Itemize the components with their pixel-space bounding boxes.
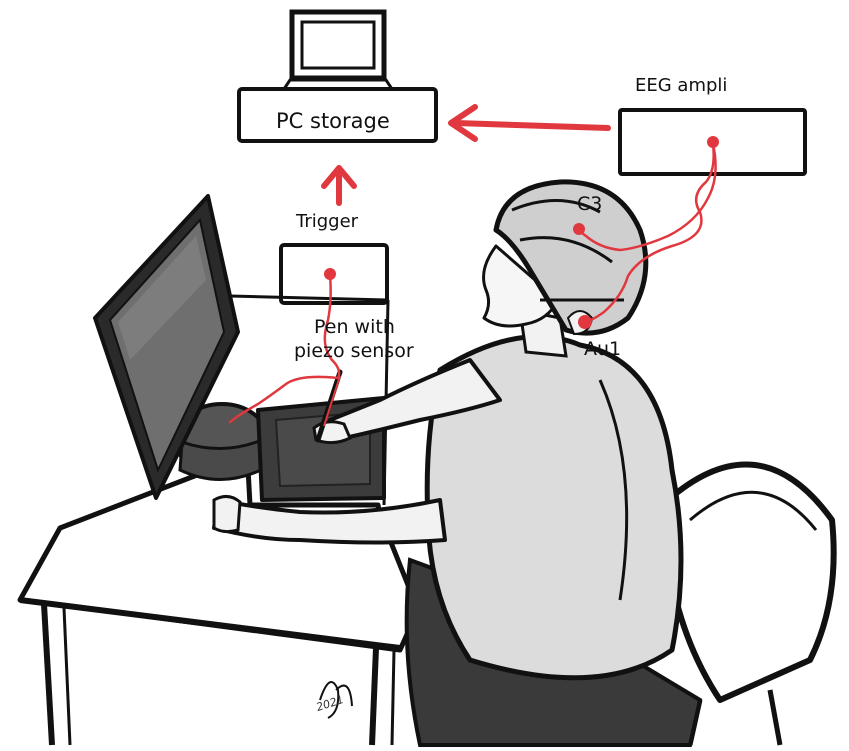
electrode-c3-dot — [573, 223, 585, 235]
desk-monitor — [95, 196, 268, 498]
pen-label-line1: Pen with — [314, 316, 395, 338]
arrow-eeg-to-pc — [451, 107, 608, 139]
trigger-label: Trigger — [296, 211, 358, 232]
electrode-au1-label: Au1 — [584, 338, 621, 360]
arrow-trigger-to-pc — [324, 168, 354, 203]
trigger-dot — [324, 268, 336, 280]
electrode-c3-label: C3 — [577, 193, 602, 215]
eeg-ampli-dot — [707, 136, 719, 148]
eeg-ampli-label: EEG ampli — [635, 75, 727, 96]
pen-label-line2: piezo sensor — [294, 340, 414, 362]
pc-monitor — [284, 12, 392, 89]
electrode-au1-dot — [578, 315, 592, 329]
pc-storage-label: PC storage — [276, 109, 390, 133]
